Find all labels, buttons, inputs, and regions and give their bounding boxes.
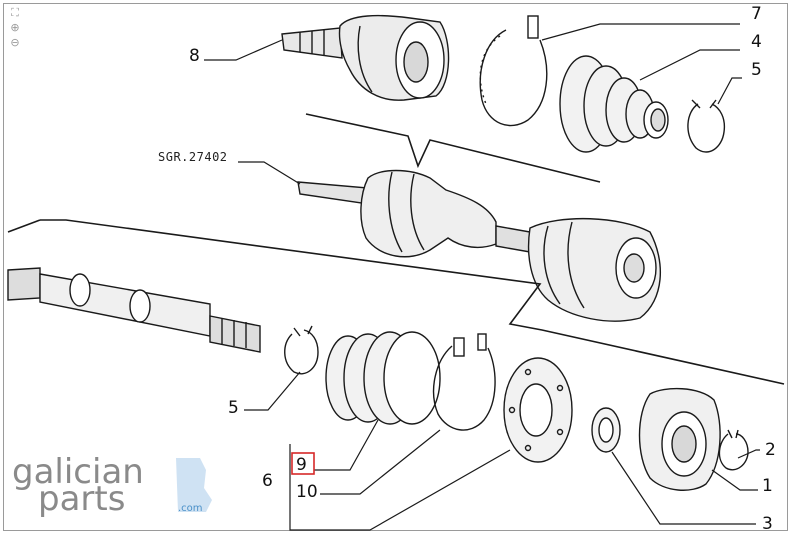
diagram-frame [3,3,788,531]
callout-8[interactable]: 8 [189,46,200,66]
callout-4[interactable]: 4 [751,32,762,52]
zoom-toolbar: ⛶ ⊕ ⊖ [8,6,24,51]
flange-plate[interactable] [503,357,573,463]
fit-icon[interactable]: ⛶ [11,6,19,19]
part-9-boot[interactable] [325,331,441,425]
part-10-band-clamp[interactable] [432,333,496,431]
part-1-inner-joint[interactable] [638,387,721,491]
part-5-small-clamp-bottom[interactable] [284,325,319,375]
logo-domain: .com [178,503,203,514]
callout-9-highlight [291,452,315,475]
logo-line2: parts [38,479,125,519]
logo-line1: galician [12,452,144,492]
zoom-in-icon[interactable]: ⊕ [10,21,20,34]
galicianparts-logo: galician parts .com [12,452,212,519]
reference-code: SGR.27402 [158,150,228,164]
bare-shaft [7,267,261,353]
callout-10[interactable]: 10 [296,482,318,502]
callout-6[interactable]: 6 [262,471,273,491]
part-7-band-clamp[interactable] [479,15,548,127]
part-5-small-clamp-top[interactable] [687,99,726,153]
callout-9[interactable]: 9 [296,455,307,475]
part-8-outer-cv-joint[interactable] [281,14,450,101]
callout-7[interactable]: 7 [751,4,762,24]
logo-map-shape [176,458,212,512]
part-3-washer[interactable] [591,407,621,453]
group-bracket-lines [7,113,785,385]
part-2-circlip[interactable] [718,429,749,471]
zoom-out-icon[interactable]: ⊖ [10,36,20,49]
callout-1[interactable]: 1 [762,476,773,496]
callout-3[interactable]: 3 [762,514,773,534]
callout-5-top[interactable]: 5 [751,60,762,80]
complete-drive-shaft[interactable] [297,169,661,322]
callout-5-bottom[interactable]: 5 [228,398,239,418]
leader-lines [204,23,760,531]
part-4-boot[interactable] [559,55,669,153]
callout-2[interactable]: 2 [765,440,776,460]
